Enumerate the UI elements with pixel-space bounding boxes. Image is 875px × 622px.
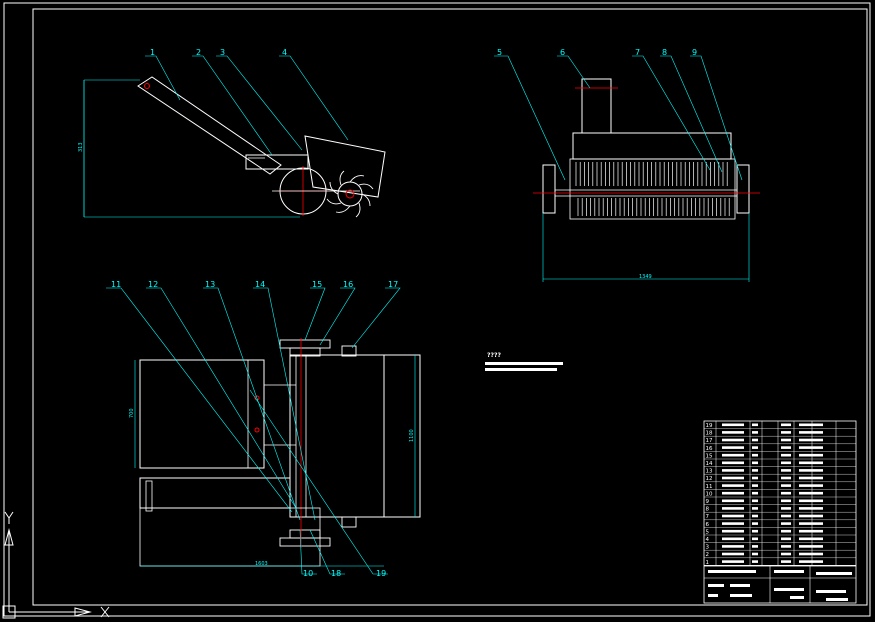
dimension-top-width: 1603 bbox=[255, 561, 268, 567]
dimension-side-height: 313 bbox=[78, 142, 84, 152]
balloon-16: 16 bbox=[343, 280, 353, 289]
balloon-10: 10 bbox=[303, 569, 313, 578]
bom-item-number: 5 bbox=[706, 529, 710, 535]
balloon-2: 2 bbox=[196, 48, 201, 57]
side-view: 313 1 bbox=[78, 48, 386, 218]
title-block bbox=[703, 565, 857, 604]
balloon-1: 1 bbox=[150, 48, 155, 57]
bom-item-number: 15 bbox=[706, 453, 713, 459]
bom-item-number: 18 bbox=[706, 431, 713, 437]
balloon-17: 17 bbox=[388, 280, 398, 289]
balloon-12: 12 bbox=[148, 280, 158, 289]
dimension-top-depth: 700 bbox=[129, 408, 135, 418]
balloon-9: 9 bbox=[692, 48, 697, 57]
bom-item-number: 1 bbox=[706, 560, 710, 566]
ucs-axis-icon bbox=[2, 511, 110, 619]
balloon-8: 8 bbox=[662, 48, 667, 57]
bom-item-number: 3 bbox=[706, 545, 710, 551]
dimension-front-width: 1349 bbox=[639, 274, 652, 280]
bom-item-number: 9 bbox=[706, 499, 710, 505]
balloon-18: 18 bbox=[331, 569, 341, 578]
dimension-top-height: 1100 bbox=[409, 429, 415, 442]
top-view: 700 1100 1603 11 12 13 14 15 16 17 10 18… bbox=[106, 280, 421, 578]
bom-item-number: 8 bbox=[706, 507, 710, 513]
balloon-7: 7 bbox=[635, 48, 640, 57]
note-label: ???? bbox=[487, 352, 501, 359]
bom-item-number: 6 bbox=[706, 522, 710, 528]
balloon-5: 5 bbox=[497, 48, 502, 57]
balloon-6: 6 bbox=[560, 48, 565, 57]
bom-item-number: 16 bbox=[706, 446, 713, 452]
bom-item-number: 11 bbox=[706, 484, 713, 490]
bom-item-number: 19 bbox=[706, 423, 713, 429]
sheet-outer-border bbox=[3, 2, 871, 617]
bom-item-number: 2 bbox=[706, 552, 710, 558]
bom-item-number: 13 bbox=[706, 469, 713, 475]
balloon-3: 3 bbox=[220, 48, 225, 57]
front-view: 1349 5 6 7 8 9 bbox=[494, 48, 760, 282]
bom-item-number: 14 bbox=[706, 461, 713, 467]
bom-item-number: 10 bbox=[706, 491, 713, 497]
technical-note: ???? bbox=[485, 352, 563, 371]
bom-item-number: 7 bbox=[706, 514, 710, 520]
balloon-14: 14 bbox=[255, 280, 265, 289]
bom-item-number: 12 bbox=[706, 476, 713, 482]
balloon-19: 19 bbox=[376, 569, 386, 578]
sheet-inner-border bbox=[32, 8, 868, 606]
balloon-13: 13 bbox=[205, 280, 215, 289]
balloon-4: 4 bbox=[282, 48, 287, 57]
balloon-11: 11 bbox=[111, 280, 121, 289]
bom-item-number: 4 bbox=[706, 537, 710, 543]
bom-item-number: 17 bbox=[706, 438, 713, 444]
balloon-15: 15 bbox=[312, 280, 322, 289]
